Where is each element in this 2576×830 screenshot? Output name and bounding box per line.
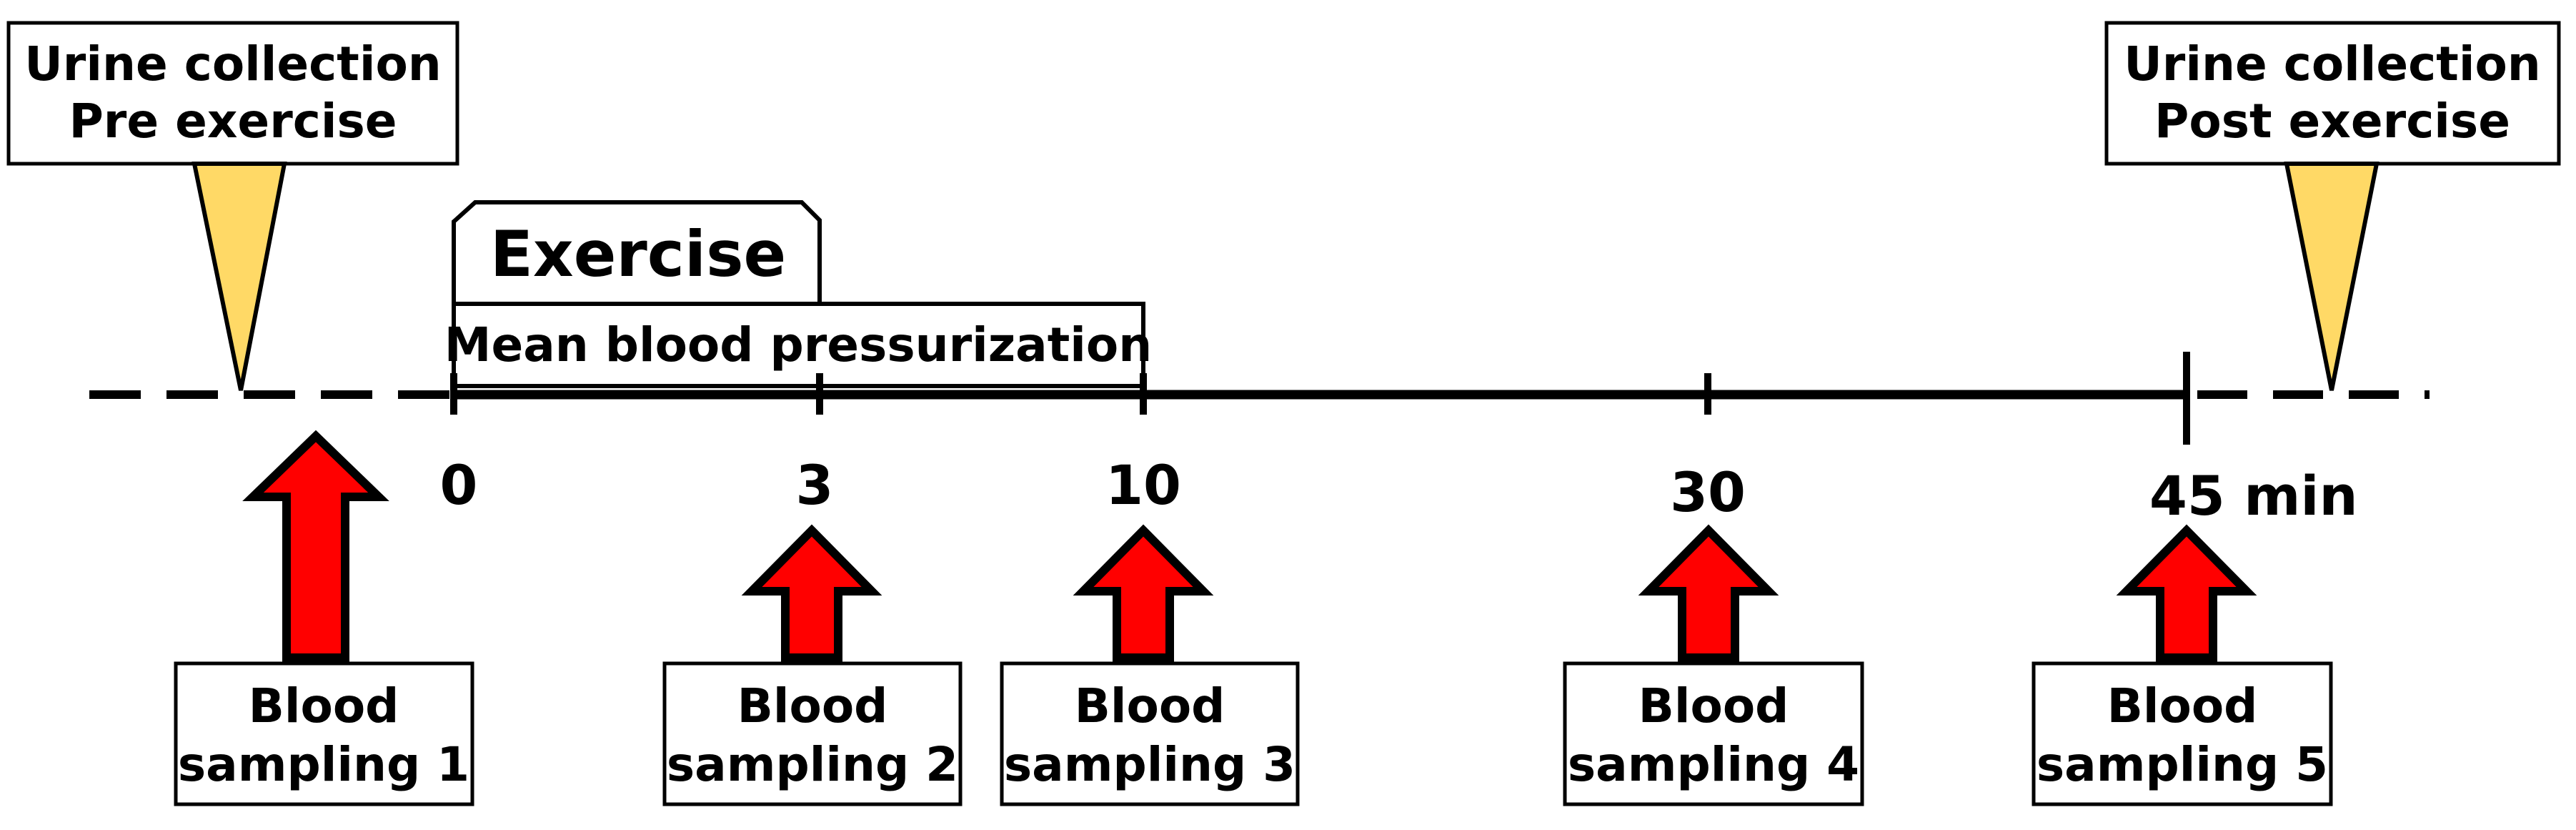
blood-sample-2: Blood sampling 2 xyxy=(662,661,963,806)
blood-sample-3-line1: Blood xyxy=(1075,678,1225,733)
blood-sample-2-line2: sampling 2 xyxy=(667,737,958,792)
blood-arrows xyxy=(242,430,2257,662)
blood-sample-1-line2: sampling 1 xyxy=(178,737,469,792)
timeline-label-3: 3 xyxy=(796,453,834,517)
urine-post-group: Urine collection Post exercise xyxy=(2104,21,2561,391)
blood-sample-5-line1: Blood xyxy=(2107,678,2258,733)
blood-sample-1-box xyxy=(174,661,474,806)
urine-pre-line1: Urine collection xyxy=(24,36,442,92)
urine-post-box xyxy=(2104,21,2561,166)
blood-sample-1: Blood sampling 1 xyxy=(174,661,474,806)
urine-post-funnel-icon xyxy=(2284,162,2379,391)
blood-arrow-4-icon xyxy=(1638,524,1779,662)
blood-arrow-3-icon xyxy=(1073,524,1214,662)
urine-pre-group: Urine collection Pre exercise xyxy=(6,21,459,391)
blood-sample-2-line1: Blood xyxy=(737,678,888,733)
blood-sample-3-box xyxy=(1000,661,1300,806)
blood-arrow-2-icon xyxy=(741,524,882,662)
timeline-label-10: 10 xyxy=(1105,453,1181,517)
urine-pre-line2: Pre exercise xyxy=(69,94,397,149)
timeline: 0 3 10 30 45 min xyxy=(89,352,2430,528)
blood-sample-4-line2: sampling 4 xyxy=(1568,737,1859,792)
pressurization-box xyxy=(452,302,1145,388)
timeline-label-30: 30 xyxy=(1670,460,1746,524)
urine-post-line2: Post exercise xyxy=(2154,94,2510,149)
blood-arrow-5-icon xyxy=(2116,524,2257,662)
timeline-label-0: 0 xyxy=(440,453,478,517)
exercise-label: Exercise xyxy=(490,217,786,291)
blood-arrow-1-icon xyxy=(242,430,389,662)
blood-sample-3: Blood sampling 3 xyxy=(1000,661,1300,806)
blood-sample-3-line2: sampling 3 xyxy=(1004,737,1296,792)
timeline-label-45: 45 min xyxy=(2149,464,2358,528)
blood-sample-4-box xyxy=(1563,661,1864,806)
blood-sample-1-line1: Blood xyxy=(249,678,399,733)
blood-sample-5: Blood sampling 5 xyxy=(2032,661,2333,806)
blood-sample-4-line1: Blood xyxy=(1638,678,1789,733)
pressurization-label: Mean blood pressurization xyxy=(444,317,1152,372)
blood-sample-4: Blood sampling 4 xyxy=(1563,661,1864,806)
blood-sample-5-line2: sampling 5 xyxy=(2037,737,2328,792)
urine-pre-funnel-icon xyxy=(192,162,287,391)
urine-post-line1: Urine collection xyxy=(2124,36,2541,92)
urine-pre-box xyxy=(6,21,459,166)
exercise-group: Exercise Mean blood pressurization xyxy=(444,200,1152,388)
blood-sample-2-box xyxy=(662,661,963,806)
blood-sample-5-box xyxy=(2032,661,2333,806)
